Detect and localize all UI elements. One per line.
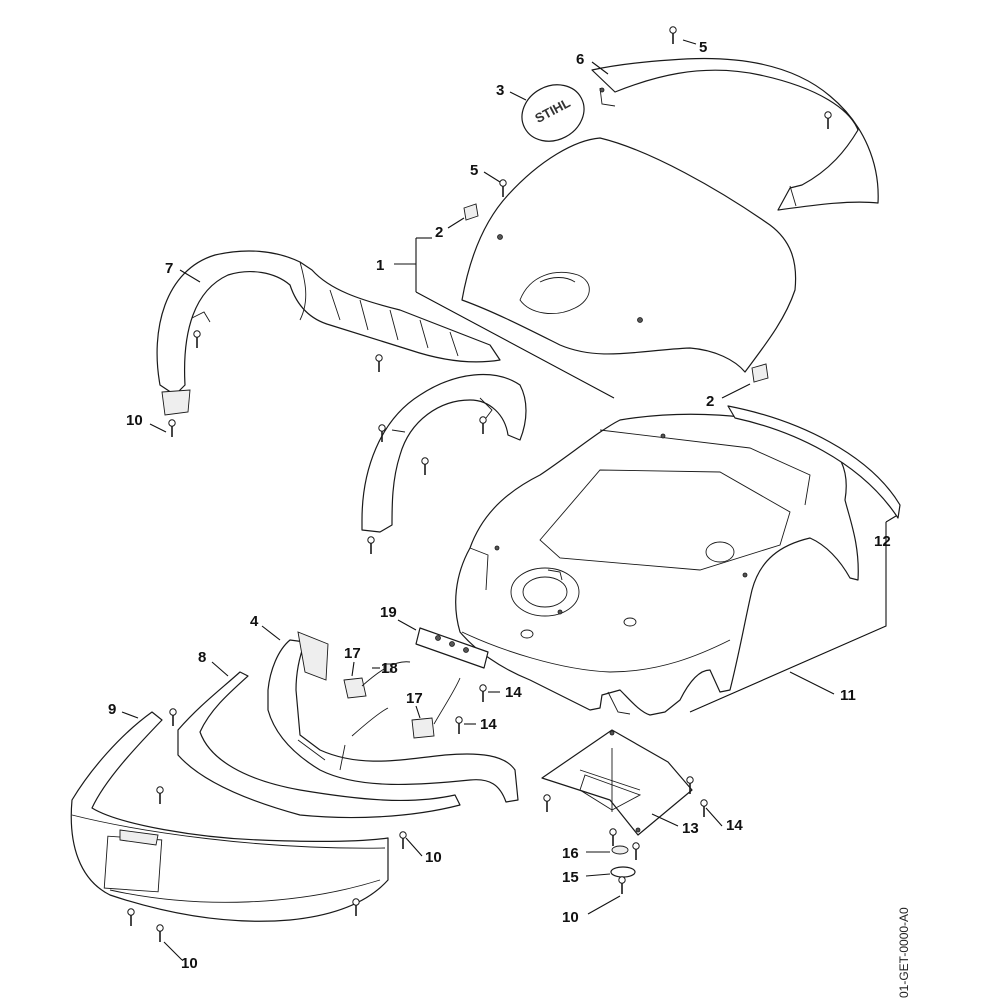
sensor-upper <box>343 661 411 699</box>
leader-lines <box>121 39 897 961</box>
callout-5-mid: 5 <box>470 162 478 179</box>
callout-17-lower: 17 <box>406 690 423 707</box>
callout-14-mid: 14 <box>480 716 497 733</box>
screw-arch-6 <box>420 456 430 476</box>
screw-top-5 <box>668 25 678 45</box>
lid-panel <box>461 137 797 373</box>
callout-14-upper: 14 <box>505 684 522 701</box>
sensor-lower <box>351 677 461 739</box>
callout-labels: 5 6 3 5 2 1 2 7 10 12 11 4 8 9 19 17 18 … <box>108 39 891 972</box>
seal-pad-upper <box>463 203 479 221</box>
document-id: 01-GET-0000-A0 <box>897 907 911 998</box>
callout-2-lower: 2 <box>706 393 714 410</box>
screw-base-5 <box>631 841 641 861</box>
callout-2-upper: 2 <box>435 224 443 241</box>
screw-bumper-6 <box>156 923 164 943</box>
callout-13: 13 <box>682 820 699 837</box>
screw-sensor-1 <box>478 683 488 703</box>
disc <box>610 866 636 878</box>
callout-6: 6 <box>576 51 584 68</box>
callout-10-upper: 10 <box>126 412 143 429</box>
callout-5-top: 5 <box>699 39 707 56</box>
callout-12: 12 <box>874 533 891 550</box>
callout-16: 16 <box>562 845 579 862</box>
callout-18: 18 <box>381 660 398 677</box>
callout-10-right: 10 <box>562 909 579 926</box>
washer <box>611 845 629 855</box>
bumper-cover <box>177 671 461 819</box>
callout-10-mid: 10 <box>425 849 442 866</box>
screw-mid-5 <box>498 179 508 198</box>
callout-14-lower: 14 <box>726 817 743 834</box>
callout-17-upper: 17 <box>344 645 361 662</box>
screw-handle <box>823 111 833 130</box>
front-bumper-frame <box>267 631 519 803</box>
screw-bumper-1 <box>169 707 177 727</box>
screw-arch-7 <box>366 535 376 555</box>
callout-11: 11 <box>840 687 856 704</box>
callout-9: 9 <box>108 701 116 718</box>
screw-base-6 <box>617 875 627 895</box>
callout-4: 4 <box>250 613 259 630</box>
main-chassis-housing <box>455 413 859 716</box>
stihl-emblem: STIHL <box>521 84 585 142</box>
callout-3: 3 <box>496 82 504 99</box>
callout-15: 15 <box>562 869 579 886</box>
front-bumper <box>70 711 389 922</box>
seal-pad-lower <box>751 363 769 383</box>
base-plate <box>541 729 693 836</box>
connector-board <box>415 627 489 669</box>
screw-arch-3 <box>168 418 176 438</box>
screw-sensor-2 <box>454 715 464 735</box>
screw-bumper-4 <box>127 907 135 927</box>
rear-wheel-arch-trim <box>156 250 501 416</box>
callout-7: 7 <box>165 260 173 277</box>
screw-bumper-5 <box>351 897 361 917</box>
screw-bumper-3 <box>398 830 408 850</box>
callout-1: 1 <box>376 257 384 274</box>
screw-base-4 <box>608 827 618 847</box>
callout-10-bottom: 10 <box>181 955 198 972</box>
screw-base-1 <box>542 793 552 813</box>
screw-arch-5 <box>478 415 488 435</box>
screw-bumper-2 <box>156 785 164 805</box>
callout-19: 19 <box>380 604 397 621</box>
front-wheel-arch-trim <box>361 374 527 533</box>
cable-clip <box>383 663 393 673</box>
edge-trim-strip <box>727 405 901 519</box>
screw-arch-1 <box>193 329 201 349</box>
screw-arch-2 <box>374 353 384 373</box>
callout-8: 8 <box>198 649 206 666</box>
